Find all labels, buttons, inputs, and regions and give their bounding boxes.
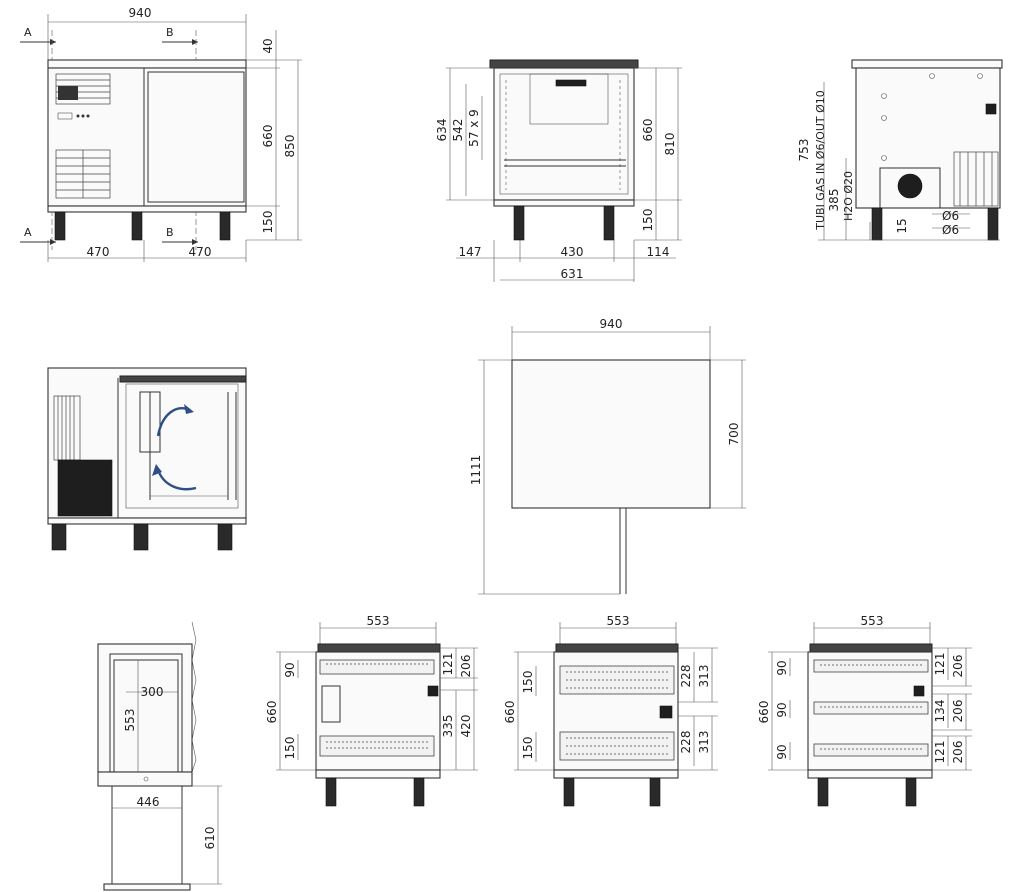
drawer3-body-height-label: 660 xyxy=(757,701,771,724)
drawer2-front-150b-label: 150 xyxy=(521,737,535,760)
drawer-config-3: 553 660 90 90 90 121 206 xyxy=(757,614,972,807)
side-leg-height-label: 150 xyxy=(641,209,655,232)
drawer1-body-height-label: 660 xyxy=(265,701,279,724)
compressor-unit xyxy=(57,459,113,517)
vent-grill-lower xyxy=(55,149,111,199)
rear-height-385-label: 385 xyxy=(827,189,841,212)
drawer3-d206b-label: 206 xyxy=(951,700,965,723)
section-lower-height-label: 610 xyxy=(203,827,217,850)
side-interior-height-label: 634 xyxy=(435,119,449,142)
front-view: 940 A B A B xyxy=(20,6,302,262)
front-leg-height-label: 150 xyxy=(261,211,275,234)
drawer3-d134-label: 134 xyxy=(933,700,947,723)
drawer3-front-90c-label: 90 xyxy=(775,744,789,759)
front-left-half-label: 470 xyxy=(87,245,110,259)
drawer3-d206a-label: 206 xyxy=(951,655,965,678)
drawer1-d206-label: 206 xyxy=(459,655,473,678)
interior-rails xyxy=(149,392,237,500)
side-shelf-height-label: 542 xyxy=(451,119,465,142)
drawer2-front-150a-label: 150 xyxy=(521,671,535,694)
plan-view: 940 700 1111 xyxy=(469,317,746,595)
rear-val-15-label: 15 xyxy=(895,218,909,233)
front-overall-height-label: 850 xyxy=(283,135,297,158)
section-b-bottom: B xyxy=(166,226,174,239)
side-total-height-label: 810 xyxy=(663,133,677,156)
drawer2-d228b-label: 228 xyxy=(679,731,693,754)
plan-door-swing-label: 1111 xyxy=(469,455,483,486)
rear-gas-tube-label: TUBI GAS IN Ø6/OUT Ø10 xyxy=(814,90,827,231)
plan-depth-label: 700 xyxy=(727,423,741,446)
plan-width-label: 940 xyxy=(600,317,623,331)
drawer1-front-90-label: 90 xyxy=(283,662,297,677)
side-section-view: 634 542 57 x 9 660 810 150 147 430 114 6… xyxy=(435,59,682,282)
section-lower-width-label: 446 xyxy=(137,795,160,809)
drawer-config-2: 553 660 150 150 228 313 228 313 xyxy=(503,614,718,807)
side-rail-spec-label: 57 x 9 xyxy=(467,109,481,147)
drawer1-d335-label: 335 xyxy=(441,715,455,738)
drawer3-d206c-label: 206 xyxy=(951,741,965,764)
rear-view: 753 TUBI GAS IN Ø6/OUT Ø10 385 H2O Ø20 1… xyxy=(797,59,1003,241)
drawer3-front-90a-label: 90 xyxy=(775,660,789,675)
section-b-top: B xyxy=(166,26,174,39)
drawer1-d121-label: 121 xyxy=(441,653,455,676)
front-top-height-label: 40 xyxy=(261,38,275,53)
front-right-half-label: 470 xyxy=(189,245,212,259)
drawer2-width-label: 553 xyxy=(607,614,630,628)
rear-water-label: H2O Ø20 xyxy=(842,171,855,221)
side-middle-width-label: 430 xyxy=(561,245,584,259)
drawer3-width-label: 553 xyxy=(861,614,884,628)
side-left-offset-label: 147 xyxy=(459,245,482,259)
rear-height-753-label: 753 xyxy=(797,139,811,162)
rear-dia-6b-label: Ø6 xyxy=(942,223,959,237)
drawer1-front-150-label: 150 xyxy=(283,737,297,760)
drawer3-d121a-label: 121 xyxy=(933,653,947,676)
drawer2-d313a-label: 313 xyxy=(697,665,711,688)
drawer2-d313b-label: 313 xyxy=(697,731,711,754)
side-right-offset-label: 114 xyxy=(647,245,670,259)
drawer-config-1: 553 660 90 150 121 206 335 420 xyxy=(265,614,478,807)
side-body-height-label: 660 xyxy=(641,119,655,142)
section-a-bottom: A xyxy=(24,226,32,239)
drawer1-width-label: 553 xyxy=(367,614,390,628)
drawer2-d228a-label: 228 xyxy=(679,665,693,688)
cross-section-view: 300 553 446 610 xyxy=(97,621,222,891)
drawer3-d121b-label: 121 xyxy=(933,741,947,764)
section-a-top: A xyxy=(24,26,32,39)
drawer1-d420-label: 420 xyxy=(459,715,473,738)
drawer3-front-90b-label: 90 xyxy=(775,702,789,717)
interior-airflow-view xyxy=(47,367,247,551)
section-inner-width-label: 300 xyxy=(141,685,164,699)
front-width-label: 940 xyxy=(129,6,152,20)
side-depth-label: 631 xyxy=(561,267,584,281)
airflow-arrow-down xyxy=(156,469,197,491)
rear-dia-6a-label: Ø6 xyxy=(942,209,959,223)
section-inner-height-label: 553 xyxy=(123,709,137,732)
drawer2-body-height-label: 660 xyxy=(503,701,517,724)
front-body-height-label: 660 xyxy=(261,125,275,148)
